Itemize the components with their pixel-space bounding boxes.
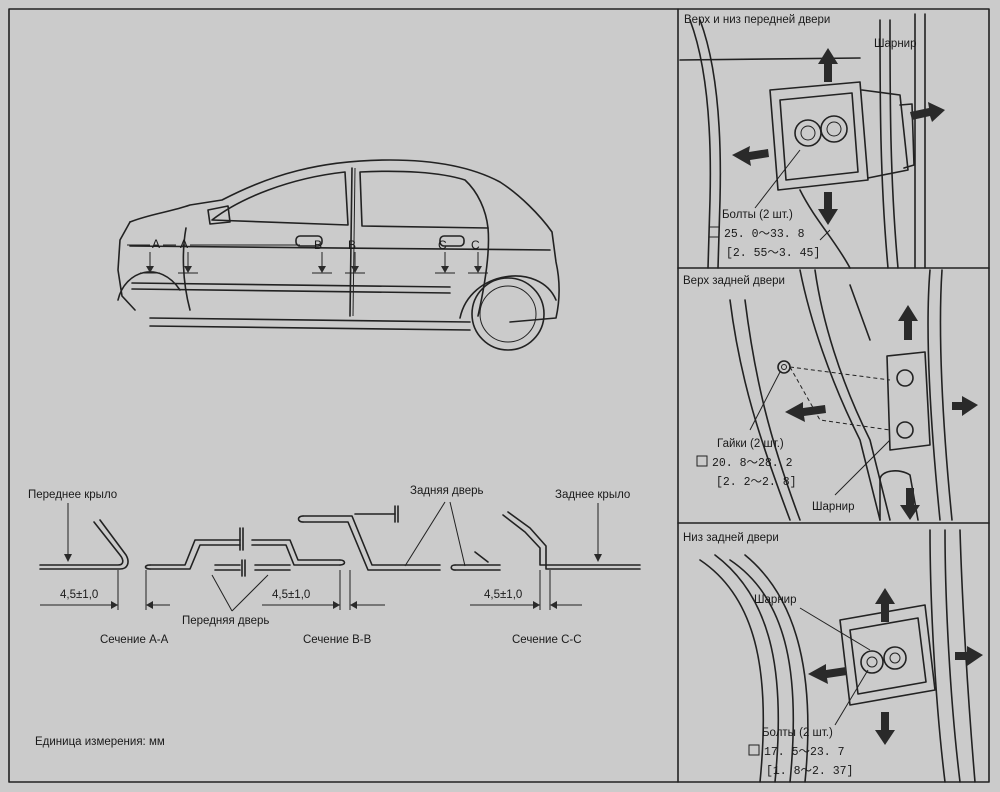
panel-rear-bottom-part: Болты (2 шт.) (762, 727, 833, 739)
caption-section-b: Сечение В-В (303, 634, 372, 646)
panel-rear-top-torque2: [2. 2～2. 8] (716, 476, 797, 489)
gap-dimension-a: 4,5±1,0 (60, 589, 98, 601)
panel-rear-bottom-hinge: Шарнир (754, 594, 797, 606)
gap-dimension-b: 4,5±1,0 (272, 589, 310, 601)
label-rear-door: Задняя дверь (410, 485, 484, 497)
unit-note: Единица измерения: мм (35, 736, 165, 748)
panel-rear-top-torque1: 20. 8～28. 2 (712, 457, 793, 470)
section-mark-a1: A (152, 237, 160, 251)
label-front-door: Передняя дверь (182, 615, 269, 627)
panel-rear-top-hinge: Шарнир (812, 501, 855, 513)
panel-rear-top-part: Гайки (2 шт.) (717, 438, 784, 450)
front-door-hinge-drawing (679, 13, 945, 269)
rear-door-bottom-hinge-drawing (699, 529, 983, 783)
panel-rear-bottom-torque2: [1. 8～2. 37] (766, 765, 853, 778)
caption-section-a: Сечение А-А (100, 634, 169, 646)
section-mark-a2: A (180, 237, 188, 251)
rear-door-top-hinge-drawing (729, 269, 978, 521)
section-mark-c1: C (438, 238, 447, 252)
panel-front-title: Верх и низ передней двери (684, 14, 830, 26)
panel-front-torque2: [2. 55～3. 45] (726, 247, 820, 260)
section-mark-b2: B (348, 238, 356, 252)
label-rear-fender: Заднее крыло (555, 489, 630, 501)
car-side-view (117, 159, 560, 351)
cross-sections (39, 501, 641, 612)
panel-front-torque1: 25. 0～33. 8 (724, 228, 805, 241)
caption-section-c: Сечение С-С (512, 634, 582, 646)
panel-rear-bottom-title: Низ задней двери (683, 532, 779, 544)
outer-frame (8, 8, 990, 783)
label-front-fender: Переднее крыло (28, 489, 117, 501)
panel-front-hinge: Шарнир (874, 38, 917, 50)
gap-dimension-c: 4,5±1,0 (484, 589, 522, 601)
panel-rear-bottom-torque1: 17. 5～23. 7 (764, 746, 845, 759)
section-mark-b1: B (314, 238, 322, 252)
panel-front-part: Болты (2 шт.) (722, 209, 793, 221)
panel-rear-top-title: Верх задней двери (683, 275, 785, 287)
section-mark-c2: C (471, 238, 480, 252)
torque-wrench-icon (696, 455, 708, 467)
torque-wrench-icon (748, 744, 760, 756)
torque-wrench-icon (708, 226, 720, 238)
